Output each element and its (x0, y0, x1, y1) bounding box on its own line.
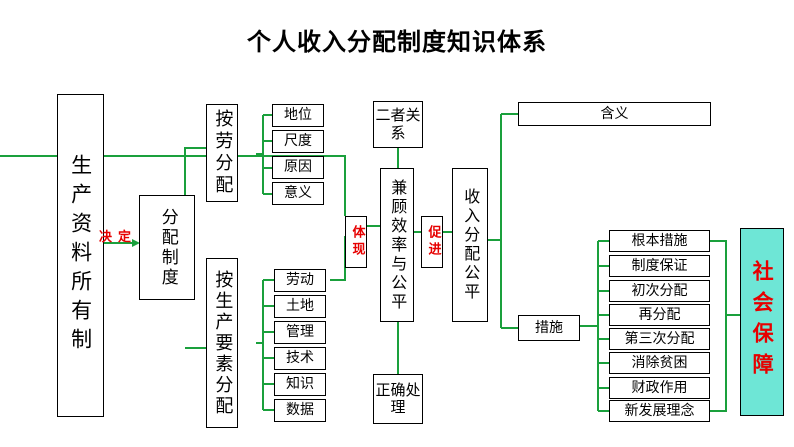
label-embody: 体现 (345, 216, 367, 268)
factor-item-land: 土地 (274, 295, 326, 318)
measure-item-institutional-guarantee: 制度保证 (609, 255, 710, 277)
box-correct-handling: 正确处理 (373, 374, 423, 424)
measure-item-primary-distribution: 初次分配 (609, 280, 710, 302)
box-labor-distribution: 按劳分配 (206, 104, 238, 202)
factor-item-management: 管理 (274, 321, 326, 344)
label-decides: 决定 (99, 230, 138, 245)
box-income-fairness: 收入分配公平 (452, 168, 488, 322)
box-meaning: 含义 (518, 102, 711, 126)
factor-item-labor: 劳动 (274, 269, 326, 292)
factor-item-technology: 技术 (274, 347, 326, 370)
factor-item-data: 数据 (274, 399, 326, 422)
labor-item-significance: 意义 (272, 182, 324, 205)
label-promote: 促进 (421, 216, 443, 268)
box-measures: 措施 (518, 315, 580, 341)
measure-item-new-development-concept: 新发展理念 (609, 400, 710, 422)
measure-item-fiscal-role: 财政作用 (609, 377, 710, 399)
factor-item-knowledge: 知识 (274, 373, 326, 396)
labor-item-scale: 尺度 (272, 130, 324, 153)
page-title: 个人收入分配制度知识体系 (247, 28, 547, 56)
box-factor-distribution: 按生产要素分配 (206, 258, 238, 428)
labor-item-reason: 原因 (272, 156, 324, 179)
box-two-relation: 二者关系 (373, 101, 423, 148)
labor-item-status: 地位 (272, 104, 324, 127)
measure-item-third-distribution: 第三次分配 (609, 328, 710, 350)
measure-item-redistribution: 再分配 (609, 304, 710, 326)
measure-item-fundamental: 根本措施 (609, 230, 710, 252)
box-distribution-system: 分配制度 (139, 195, 195, 300)
box-efficiency-fairness: 兼顾效率与公平 (380, 168, 414, 322)
measure-item-eliminate-poverty: 消除贫困 (609, 352, 710, 374)
root-box-ownership: 生产资料所有制 (57, 94, 104, 417)
box-social-security: 社会保障 (740, 228, 784, 416)
